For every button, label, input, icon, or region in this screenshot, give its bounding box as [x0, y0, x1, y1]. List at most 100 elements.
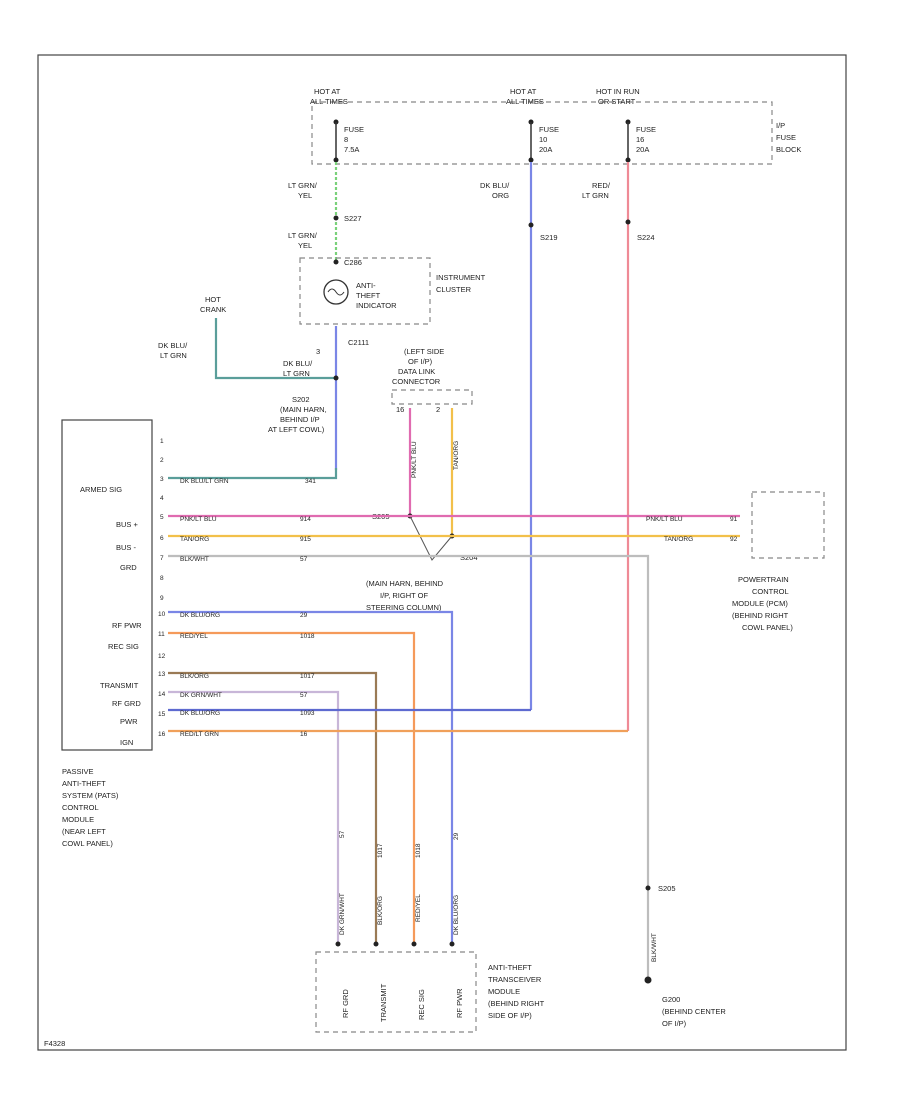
fuse-block-label-3: BLOCK	[776, 145, 801, 154]
pats-caption-7: COWL PANEL)	[62, 839, 113, 848]
ground-wire-label: BLK/WHT	[651, 933, 658, 962]
pats-caption-6: (NEAR LEFT	[62, 827, 106, 836]
wire-pin11-rec-sig	[168, 631, 416, 944]
splice-wire-label-2: LT GRN	[283, 369, 310, 378]
mw-16-color: RED/LT GRN	[180, 731, 219, 738]
fuse8-hot: HOT AT	[314, 87, 341, 96]
wire-dkblu-org-label-2: ORG	[492, 191, 509, 200]
main-harn-note-1: (MAIN HARN, BEHIND	[366, 579, 444, 588]
xcvr-label-4: (BEHIND RIGHT	[488, 999, 545, 1008]
dlc-label-2: OF I/P)	[408, 357, 433, 366]
mw-13-color: BLK/ORG	[180, 673, 209, 680]
wire-pin7-grd	[168, 554, 650, 980]
mw-3-color: DK BLU/LT GRN	[180, 478, 229, 485]
transceiver-box	[315, 951, 477, 1033]
fuse8-amp: 7.5A	[344, 145, 359, 154]
mw-14-circ: 57	[300, 692, 308, 699]
footer-code: F4328	[44, 1039, 65, 1048]
xcvr-circ-2: 1017	[377, 843, 384, 858]
mw-6-color: TAN/ORG	[180, 536, 209, 543]
hot-crank-wire-label-1: DK BLU/	[158, 341, 188, 350]
pcm-label-4: (BEHIND RIGHT	[732, 611, 789, 620]
s202-label-2: (MAIN HARN,	[280, 405, 327, 414]
splice-s219-label: S219	[540, 233, 558, 242]
pats-pin: 6	[160, 535, 164, 542]
xcvr-pin-rf-grd: RF GRD	[341, 989, 350, 1018]
ground-label-3: OF I/P)	[662, 1019, 687, 1028]
mw-5-circ: 914	[300, 516, 311, 523]
pats-module-box	[61, 419, 153, 751]
wire-ltgrn-yel-b-label-1: LT GRN/	[288, 231, 318, 240]
mw-11-color: RED/YEL	[180, 633, 208, 640]
fuse-block-label-2: FUSE	[776, 133, 796, 142]
cluster-num3: 3	[316, 347, 320, 356]
indicator-label-1: ANTI-	[356, 281, 376, 290]
cluster-pin-top: C286	[344, 258, 362, 267]
pats-label-rf-pwr: RF PWR	[112, 621, 142, 630]
splice-s227-dot	[333, 215, 339, 221]
pcm-pin-b: 92	[730, 536, 738, 543]
wire-pin13-transmit	[168, 671, 378, 944]
fuse10-word: FUSE	[539, 125, 559, 134]
ground-splice-label: S205	[658, 884, 676, 893]
pats-pin: 13	[158, 671, 166, 678]
dlc-label-4: CONNECTOR	[392, 377, 441, 386]
wire-ltgrn-yel-label-2: YEL	[298, 191, 312, 200]
pats-caption-1: PASSIVE	[62, 767, 94, 776]
xcvr-wire-3: RED/YEL	[415, 894, 422, 922]
xcvr-wire-4: DK BLU/ORG	[453, 895, 460, 935]
ground-label-2: (BEHIND CENTER	[662, 1007, 726, 1016]
xcvr-circ-3: 1018	[415, 843, 422, 858]
xcvr-wire-2: BLK/ORG	[377, 896, 384, 925]
mw-5-color: PNK/LT BLU	[180, 516, 217, 523]
fuse16-amp: 20A	[636, 145, 649, 154]
pats-side-labels: ARMED SIG BUS + BUS - GRD RF PWR REC SIG…	[80, 485, 142, 747]
fuse8-hot2: ALL TIMES	[310, 97, 348, 106]
fuse10-bottom-dot	[528, 157, 534, 163]
xcvr-pin-dot	[411, 941, 417, 947]
pats-caption-4: CONTROL	[62, 803, 99, 812]
wire-pin3-armed	[168, 468, 338, 480]
fuse16-word: FUSE	[636, 125, 656, 134]
pcm-pin-a: 91	[730, 516, 738, 523]
xcvr-label-2: TRANSCEIVER	[488, 975, 542, 984]
pats-pin: 15	[158, 711, 166, 718]
diagram-frame	[37, 54, 847, 1051]
pats-label-transmit: TRANSMIT	[100, 681, 139, 690]
fuse8-bottom-dot	[333, 157, 339, 163]
s202-label-1: S202	[292, 395, 310, 404]
xcvr-pin-transmit: TRANSMIT	[379, 983, 388, 1022]
pats-pin: 12	[158, 653, 166, 660]
instrument-cluster-outline	[299, 257, 431, 325]
mw-6-circ: 915	[300, 536, 311, 543]
fuse16-bottom-dot	[625, 157, 631, 163]
pats-label-grd: GRD	[120, 563, 137, 572]
indicator-label-3: INDICATOR	[356, 301, 397, 310]
pcm-label-5: COWL PANEL)	[742, 623, 793, 632]
pats-pin: 16	[158, 731, 166, 738]
wire-pin14-rf-grd	[168, 690, 340, 944]
pats-pin: 5	[160, 514, 164, 521]
xcvr-label-1: ANTI-THEFT	[488, 963, 532, 972]
mw-3-circ: 341	[305, 478, 316, 485]
pcm-outline	[751, 491, 825, 559]
pats-pin: 3	[160, 476, 164, 483]
ground-icon	[644, 976, 652, 984]
mw-13-circ: 1017	[300, 673, 315, 680]
s202-label-3: BEHIND I/P	[280, 415, 320, 424]
fuse-block-outline	[311, 101, 773, 165]
pats-label-rf-grd: RF GRD	[112, 699, 141, 708]
dlc-pin16: 16	[396, 405, 404, 414]
fuse16-num: 16	[636, 135, 644, 144]
pcm-wire-a-label: PNK/LT BLU	[646, 516, 683, 523]
hot-crank-wire-label-2: LT GRN	[160, 351, 187, 360]
wire-ltgrn-yel-b-label-2: YEL	[298, 241, 312, 250]
xcvr-pin-rec-sig: REC SIG	[417, 989, 426, 1020]
cluster-pin-top-dot	[333, 259, 339, 265]
ground-splice-dot	[645, 885, 651, 891]
dlc-wire-a-label: PNK/LT BLU	[411, 441, 418, 478]
pcm-label-1: POWERTRAIN	[738, 575, 789, 584]
pats-pin: 9	[160, 595, 164, 602]
splice-s202-dot	[333, 375, 339, 381]
splice-harness-v	[409, 515, 453, 561]
